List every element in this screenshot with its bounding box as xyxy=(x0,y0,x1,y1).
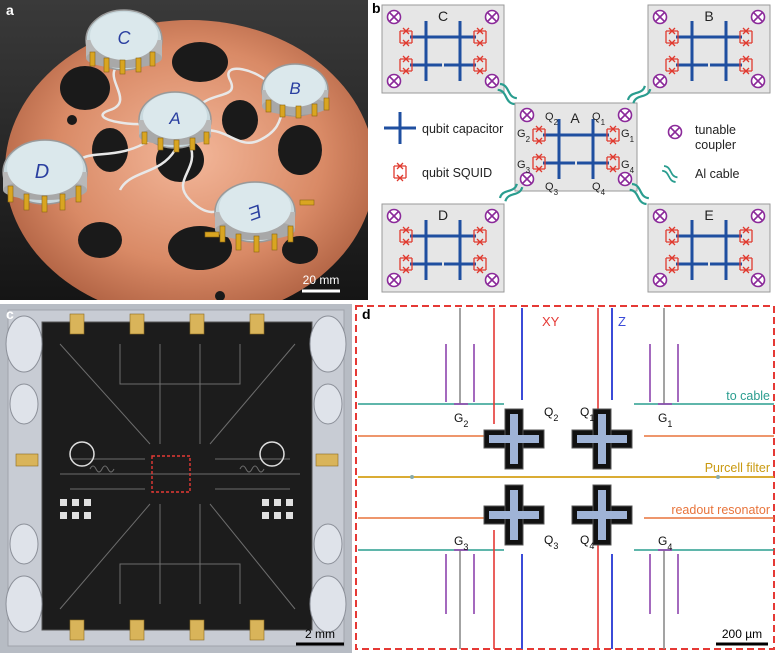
panel-d-layout: XY Z to cable Purcell filter readout res… xyxy=(354,304,778,653)
coupler-g1-label: G1 xyxy=(621,128,635,144)
xy-lines xyxy=(493,308,599,649)
module-c: C xyxy=(85,9,163,71)
qubit-q1-label: Q1 xyxy=(592,111,606,127)
chip-a-label: A xyxy=(570,110,580,126)
legend-tunable-label: tunable xyxy=(695,123,736,137)
qubit-q4-label: Q4 xyxy=(592,181,606,197)
d-qubit-q1-label: Q1 xyxy=(580,405,594,423)
chip-e: E xyxy=(648,204,770,292)
d-coupler-g1-label: G1 xyxy=(658,411,672,429)
module-c-label: C xyxy=(118,28,132,48)
chip-c: C xyxy=(382,5,504,93)
module-b: B xyxy=(261,63,329,117)
panel-c-label: c xyxy=(6,306,14,322)
d-qubit-q2-label: Q2 xyxy=(544,405,558,423)
panel-c-photo: 2 mm c xyxy=(0,304,352,653)
to-cable-lines xyxy=(358,403,774,551)
xy-label: XY xyxy=(542,314,560,329)
test-pads xyxy=(60,499,293,519)
module-a-label: A xyxy=(168,109,180,128)
panel-a-photo: C B A D E xyxy=(0,0,368,300)
chip-e-label: E xyxy=(704,207,713,223)
panel-b-label: b xyxy=(372,0,381,16)
d-coupler-g3-label: G3 xyxy=(454,534,468,552)
gold-contacts xyxy=(15,313,339,641)
qubit-layout-zoom: XY Z to cable Purcell filter readout res… xyxy=(355,305,775,650)
logo-left-icon xyxy=(69,441,95,467)
z-lines xyxy=(521,308,613,649)
chip-layout-schematic: C B D E A Q2 Q1 Q3 Q4 G2 G1 G3 G4 xyxy=(370,0,778,300)
coupler-g3-label: G3 xyxy=(517,159,531,175)
scale-bar-c-label: 2 mm xyxy=(305,627,335,641)
cryostat-plate-photo: C B A D E xyxy=(0,0,368,300)
qubit-q3-label: Q3 xyxy=(545,181,559,197)
chip-die xyxy=(41,321,313,631)
chip-b-label: B xyxy=(704,8,713,24)
purcell-filter-label: Purcell filter xyxy=(705,461,770,475)
module-e: E xyxy=(214,181,296,243)
legend-qubit-capacitor: qubit capacitor xyxy=(382,110,503,146)
zoom-region-box xyxy=(151,455,191,493)
d-qubit-q3-label: Q3 xyxy=(544,533,558,551)
z-label: Z xyxy=(618,314,626,329)
to-cable-label: to cable xyxy=(726,389,770,403)
scale-bar-d-label: 200 µm xyxy=(722,627,762,641)
readout-resonator-label: readout resonator xyxy=(671,503,770,517)
chip-d-label: D xyxy=(438,207,448,223)
module-d: D xyxy=(2,139,88,205)
coupler-g2-label: G2 xyxy=(517,128,531,144)
module-b-label: B xyxy=(289,79,300,98)
legend-coupler-label: coupler xyxy=(695,138,736,152)
d-coupler-g2-label: G2 xyxy=(454,411,468,429)
legend-tunable-coupler: tunable coupler xyxy=(667,123,736,152)
clamp-blocks xyxy=(5,315,347,633)
legend-qubit-capacitor-label: qubit capacitor xyxy=(422,122,503,136)
d-qubit-q4-label: Q4 xyxy=(580,533,594,551)
d-coupler-g4-label: G4 xyxy=(658,534,672,552)
legend-qubit-squid: qubit SQUID xyxy=(393,162,492,182)
module-d-label: D xyxy=(35,161,49,183)
legend-qubit-squid-label: qubit SQUID xyxy=(422,166,492,180)
scale-bar-a-label: 20 mm xyxy=(303,273,340,287)
coupler-g4-label: G4 xyxy=(621,159,635,175)
chip-a: A Q2 Q1 Q3 Q4 G2 G1 G3 G4 xyxy=(515,103,637,197)
qubit-q2-label: Q2 xyxy=(545,111,559,127)
readout-resonator-lines xyxy=(358,435,774,519)
qubit-crosses xyxy=(483,408,633,546)
chip-d: D xyxy=(382,204,504,292)
qpu-chip-photo: 2 mm xyxy=(0,304,352,653)
coupler-bias-lines xyxy=(459,308,665,649)
chip-b: B xyxy=(648,5,770,93)
chip-traces xyxy=(59,343,300,610)
sma-connectors xyxy=(7,51,330,253)
panel-a-label: a xyxy=(6,2,14,18)
chip-c-label: C xyxy=(438,8,448,24)
legend-al-cable-label: Al cable xyxy=(695,167,740,181)
panel-b-schematic: C B D E A Q2 Q1 Q3 Q4 G2 G1 G3 G4 xyxy=(370,0,778,300)
coupler-control-lines xyxy=(445,344,679,614)
logo-right-icon xyxy=(259,441,285,467)
panel-d-label: d xyxy=(362,306,371,322)
module-a: A xyxy=(138,91,212,149)
legend-al-cable: Al cable xyxy=(659,164,740,184)
